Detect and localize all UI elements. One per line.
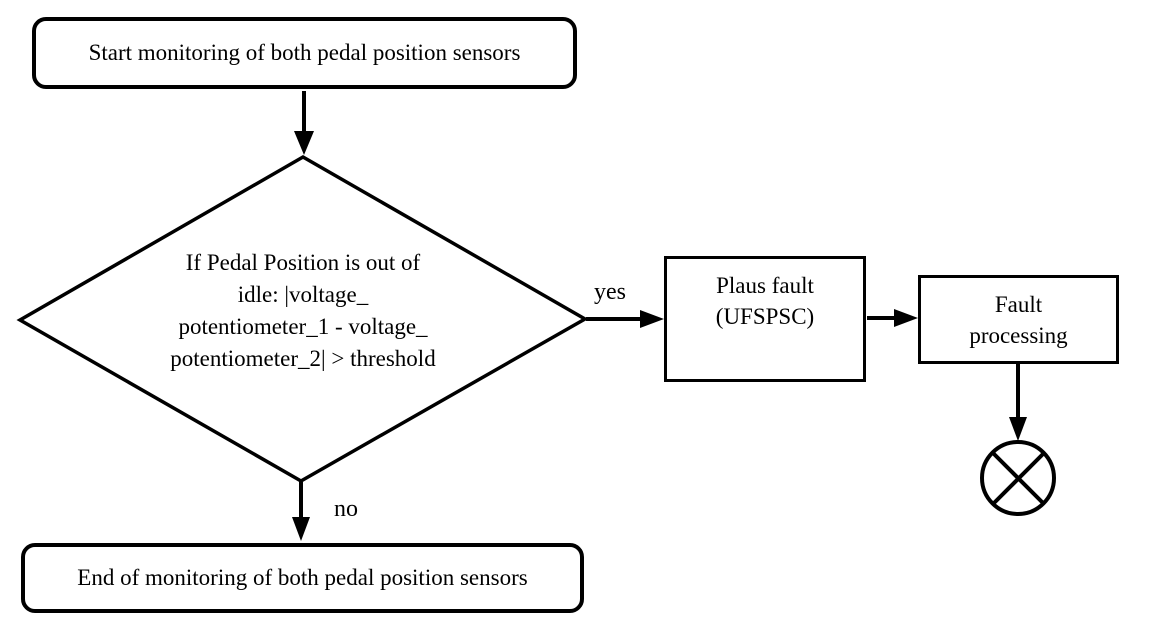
plaus-fault-node-text: Plaus fault (UFSPSC) (716, 259, 814, 332)
decision-line-4: potentiometer_2| > threshold (170, 346, 436, 371)
decision-line-3: potentiometer_1 - voltage_ (178, 314, 428, 339)
decision-line-1: If Pedal Position is out of (185, 250, 421, 275)
yes-branch-label: yes (594, 279, 626, 305)
fault-processing-line-2: processing (969, 322, 1068, 348)
arrow-yes-decision-to-plaus-fault (586, 310, 664, 328)
decision-node-text: If Pedal Position is out of idle: |volta… (122, 247, 484, 375)
no-branch-label: no (334, 496, 358, 522)
fault-processing-node: Fault processing (918, 275, 1119, 364)
circle-x-terminator-icon (980, 440, 1056, 516)
decision-diamond-shape (16, 154, 589, 484)
start-node-label: Start monitoring of both pedal position … (88, 40, 521, 66)
end-node: End of monitoring of both pedal position… (21, 543, 584, 613)
arrow-no-decision-to-end (292, 482, 310, 541)
plaus-fault-node: Plaus fault (UFSPSC) (664, 256, 866, 382)
decision-line-2: idle: |voltage_ (237, 282, 369, 307)
arrow-fault-processing-to-terminator (1009, 364, 1027, 441)
arrow-start-to-decision (294, 91, 314, 155)
start-node: Start monitoring of both pedal position … (32, 17, 577, 89)
fault-processing-line-1: Fault (994, 291, 1043, 317)
plaus-fault-line-2: (UFSPSC) (715, 304, 815, 329)
fault-processing-node-text: Fault processing (969, 289, 1067, 351)
end-node-label: End of monitoring of both pedal position… (77, 565, 528, 591)
arrow-plaus-fault-to-fault-processing (867, 309, 918, 327)
plaus-fault-line-1: Plaus fault (716, 273, 814, 298)
